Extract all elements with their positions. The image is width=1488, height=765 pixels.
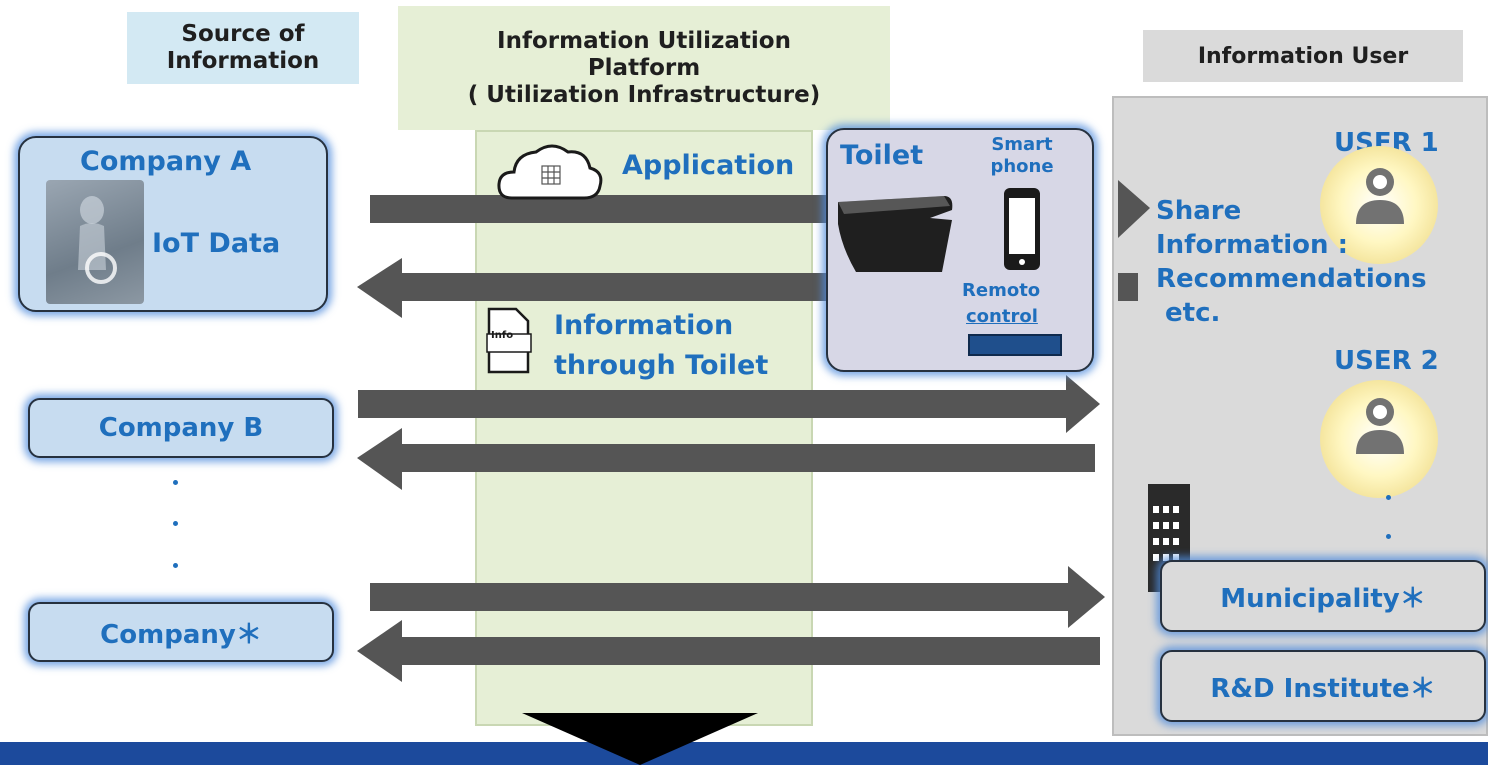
arrow-star-left-shaft — [400, 637, 1100, 665]
arrow-star-right-shaft — [370, 583, 1070, 611]
company-a-label: Company A — [80, 146, 252, 177]
share-info-text: Share Information : Recommendations etc. — [1156, 196, 1427, 328]
arrow-star-right-head — [1068, 566, 1105, 628]
user2-person-icon — [1356, 398, 1404, 454]
remote-label: Remoto — [962, 280, 1041, 301]
user-ellipsis-dot-1 — [1386, 495, 1391, 500]
arrow-a-left-head — [357, 258, 402, 318]
platform-header: Information Utilization Platform ( Utili… — [398, 6, 890, 130]
arrow-toilet-user-head — [1118, 180, 1150, 238]
company-star-box: Company＊ — [28, 602, 334, 662]
ellipsis-dot-1 — [173, 480, 178, 485]
source-header: Source of Information — [127, 12, 359, 84]
user-header: Information User — [1143, 30, 1463, 82]
document-info-icon — [486, 307, 532, 374]
toilet-icon — [838, 196, 953, 272]
person-silhouette-icon — [78, 196, 117, 284]
application-label: Application — [622, 150, 795, 181]
smartphone-label: Smart phone — [990, 134, 1054, 177]
info-line-2: through Toilet — [554, 350, 769, 381]
info-line-1: Information — [554, 310, 734, 341]
iot-data-label: IoT Data — [152, 228, 281, 259]
municipality-box: Municipality＊ — [1160, 560, 1486, 632]
rnd-institute-box: R&D Institute＊ — [1160, 650, 1486, 722]
user2-label: USER 2 — [1334, 346, 1439, 376]
arrow-b-left-head — [357, 428, 402, 490]
ellipsis-dot-3 — [173, 563, 178, 568]
arrow-b-right-head — [1066, 375, 1100, 433]
arrow-user-left-stub — [1118, 273, 1138, 301]
arrow-b-right-shaft — [358, 390, 1068, 418]
company-b-box: Company B — [28, 398, 334, 458]
platform-column — [475, 130, 813, 726]
info-tag: Info — [491, 330, 514, 341]
toilet-label: Toilet — [840, 140, 924, 171]
control-label: control — [966, 306, 1038, 327]
arrow-a-right-shaft — [370, 195, 830, 223]
remote-control-icon — [968, 334, 1062, 356]
arrow-a-left-shaft — [400, 273, 830, 301]
user1-person-icon — [1356, 168, 1404, 224]
arrow-b-left-shaft — [400, 444, 1095, 472]
down-arrow-icon — [522, 713, 758, 765]
cloud-icon — [497, 144, 603, 200]
iot-photo — [46, 180, 144, 304]
arrow-star-left-head — [357, 620, 402, 682]
smartphone-icon — [1004, 188, 1040, 270]
ellipsis-dot-2 — [173, 521, 178, 526]
bottom-banner — [0, 742, 1488, 765]
user-ellipsis-dot-2 — [1386, 534, 1391, 539]
